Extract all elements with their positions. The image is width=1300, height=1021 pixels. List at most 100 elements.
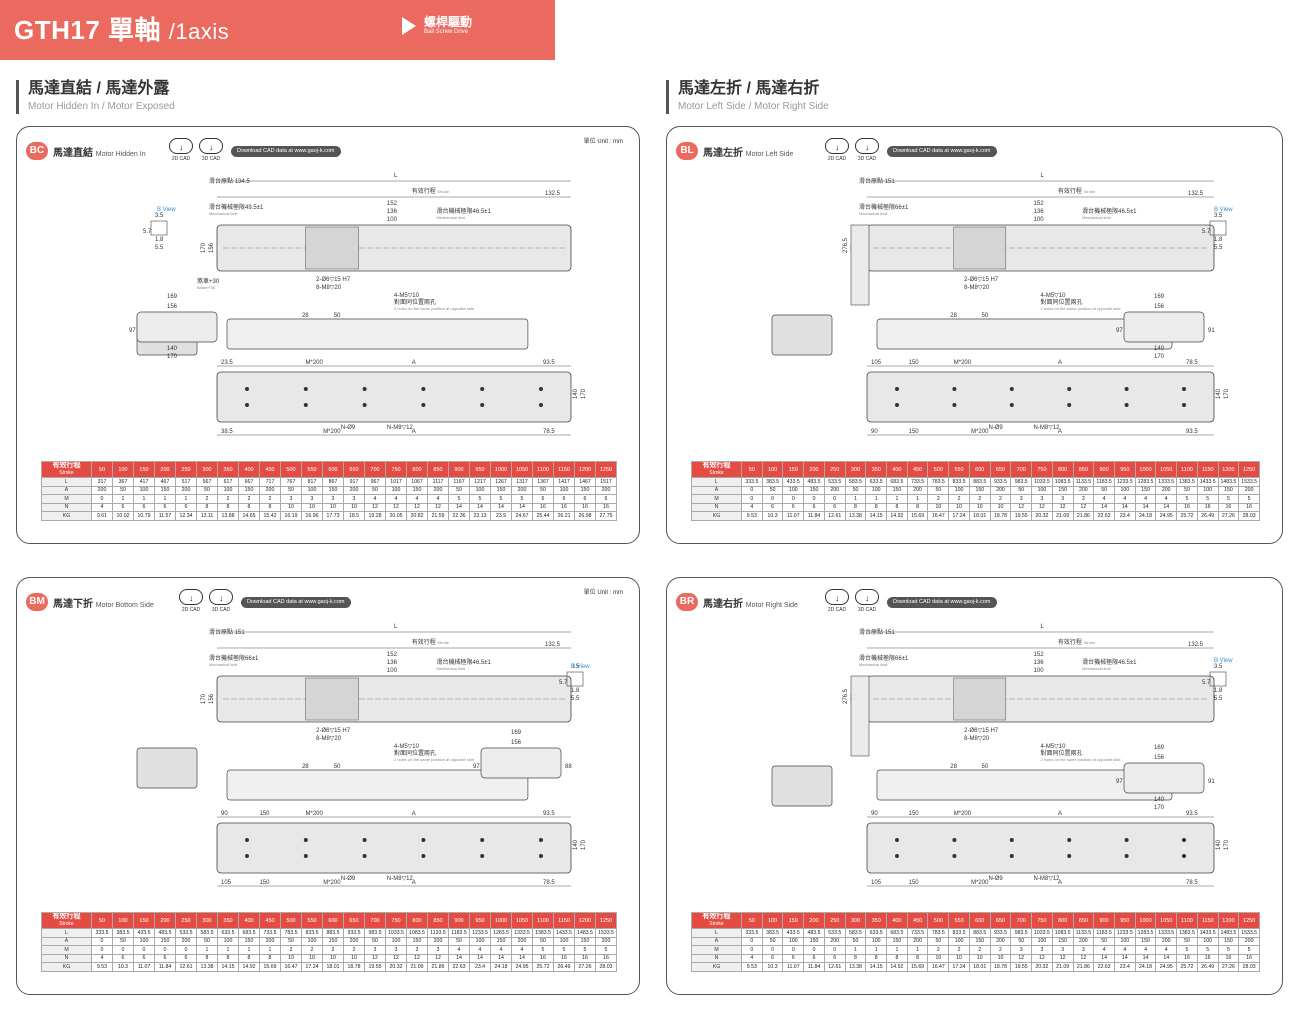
stroke-cell: 200 — [154, 912, 176, 929]
table-cell: 783.5 — [280, 928, 302, 938]
table-cell: 100 — [782, 485, 805, 495]
table-cell: 8 — [844, 953, 867, 963]
table-cell: 100 — [469, 936, 491, 946]
table-cell: 200 — [1155, 936, 1178, 946]
table-cell: 14 — [511, 953, 533, 963]
table-cell: 1 — [238, 945, 260, 955]
stroke-cell: 300 — [844, 912, 867, 929]
stroke-cell: 850 — [427, 912, 449, 929]
table-cell: 3 — [280, 494, 302, 504]
endview-dim-170: 170 — [167, 354, 178, 360]
table-cell: 100 — [385, 936, 407, 946]
table-cell: 100 — [553, 485, 575, 495]
table-cell: 817 — [301, 477, 323, 487]
section-heading-left: 馬達直結 / 馬達外露 Motor Hidden In / Motor Expo… — [16, 80, 175, 114]
download-cad-link[interactable]: Download CAD data at www.gaoj-k.com — [887, 146, 997, 157]
table-cell: 1517 — [595, 477, 617, 487]
stroke-cell: 50 — [91, 912, 113, 929]
stroke-cell: 200 — [154, 461, 176, 478]
download-cad-link[interactable]: Download CAD data at www.gaoj-k.com — [231, 146, 341, 157]
table-cell: 26.49 — [1196, 962, 1219, 972]
table-cell: 26.49 — [1196, 511, 1219, 521]
table-cell: 14 — [469, 953, 491, 963]
table-cell: 15.69 — [259, 962, 281, 972]
row-label: N — [41, 953, 92, 963]
cad-2d-download-icon[interactable]: ↓2D CAD — [823, 586, 851, 616]
table-cell: 100 — [469, 485, 491, 495]
table-cell: 16 — [1196, 502, 1219, 512]
dim-left-offset: 23.5 — [221, 360, 233, 366]
stroke-cell: 1250 — [1238, 912, 1260, 929]
row-label: M — [41, 945, 92, 955]
dim-100: 100 — [1034, 668, 1045, 674]
cad-2d-download-icon[interactable]: ↓2D CAD — [177, 586, 205, 616]
table-cell: 50 — [1176, 936, 1198, 946]
table-cell: 16 — [574, 953, 596, 963]
stroke-cell: 550 — [301, 912, 323, 929]
dim-left-offset-bottom: 38.5 — [221, 429, 233, 435]
table-cell: 12 — [406, 953, 428, 963]
stroke-cell: 700 — [364, 461, 386, 478]
table-cell: 6 — [175, 502, 197, 512]
dim-A-bottom: A — [412, 429, 416, 435]
stroke-cell: 300 — [844, 461, 867, 478]
table-cell: 8 — [196, 953, 218, 963]
table-cell: 21.09 — [406, 962, 428, 972]
table-cell: 27.26 — [1217, 511, 1240, 521]
stroke-cell: 200 — [803, 912, 825, 929]
dim-pitch: M*200 — [306, 811, 324, 817]
table-cell: 0 — [782, 945, 805, 955]
table-cell: 833.5 — [948, 477, 970, 487]
table-cell: 2 — [968, 494, 991, 504]
stroke-cell: 300 — [196, 461, 218, 478]
download-cad-link[interactable]: Download CAD data at www.gaoj-k.com — [887, 597, 997, 608]
table-cell: 533.5 — [175, 928, 197, 938]
table-cell: 6 — [782, 953, 805, 963]
table-cell: 2 — [989, 945, 1012, 955]
cad-3d-download-icon[interactable]: ↓3D CAD — [207, 586, 235, 616]
pin-hole-label: 2-Ø6▽15 H7 — [316, 277, 351, 283]
download-cad-link[interactable]: Download CAD data at www.gaoj-k.com — [241, 597, 351, 608]
stroke-cell: 1000 — [1134, 461, 1157, 478]
actuator-bottom-view — [866, 371, 1215, 423]
stroke-cell: 1250 — [595, 461, 617, 478]
table-cell: 12 — [385, 502, 407, 512]
table-cell: 150 — [154, 936, 176, 946]
dim-170-bottom: 170 — [581, 388, 587, 399]
table-cell: 4 — [511, 945, 533, 955]
bview-dim-35: 3.5 — [1214, 664, 1223, 670]
stroke-cell: 450 — [259, 461, 281, 478]
stroke-cell: 1100 — [1176, 461, 1198, 478]
table-cell: 150 — [154, 485, 176, 495]
brake-label: 煞車+30 — [197, 277, 220, 285]
cad-2d-download-icon[interactable]: ↓2D CAD — [167, 135, 195, 165]
table-cell: 10 — [948, 953, 970, 963]
cad-2d-download-icon[interactable]: ↓2D CAD — [823, 135, 851, 165]
table-cell: 150 — [803, 936, 825, 946]
stroke-cell: 1250 — [1238, 461, 1260, 478]
cad-3d-download-icon[interactable]: ↓3D CAD — [853, 586, 881, 616]
table-cell: 1283.5 — [1134, 928, 1157, 938]
table-cell: 200 — [175, 485, 197, 495]
table-cell: 200 — [259, 936, 281, 946]
endview-dim-97: 97 — [1116, 779, 1123, 785]
table-cell: 1067 — [406, 477, 428, 487]
dim-150: 150 — [909, 811, 920, 817]
cad-3d-download-icon[interactable]: ↓3D CAD — [197, 135, 225, 165]
row-label: M — [691, 945, 742, 955]
table-cell: 867 — [322, 477, 344, 487]
table-cell: 16 — [1176, 502, 1198, 512]
bview-dim-55: 5.5 — [1214, 245, 1223, 251]
table-cell: 100 — [865, 485, 888, 495]
table-cell: 4 — [1113, 494, 1136, 504]
table-cell: 50 — [364, 936, 386, 946]
table-cell: 11.84 — [154, 962, 176, 972]
stroke-label: 有效行程 Stroke — [1058, 187, 1096, 195]
cad-3d-download-icon[interactable]: ↓3D CAD — [853, 135, 881, 165]
endview-dim-169: 169 — [511, 730, 522, 736]
